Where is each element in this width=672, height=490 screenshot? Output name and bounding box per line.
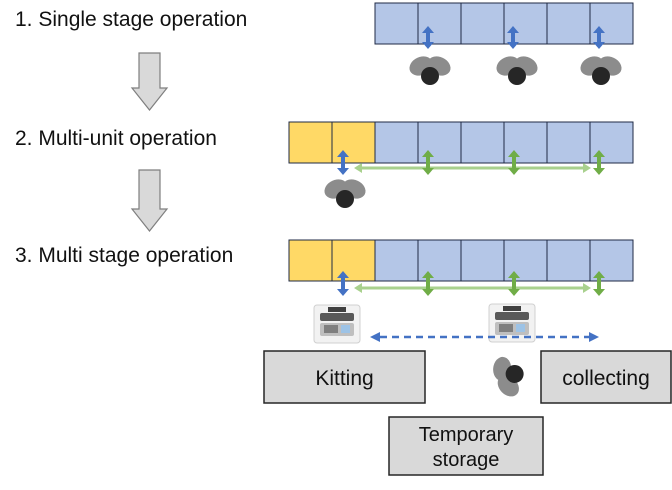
range-arrow	[354, 283, 591, 293]
temporary-storage-label-line2: storage	[433, 449, 500, 471]
station-cell	[589, 2, 634, 45]
kitting-label: Kitting	[315, 367, 373, 390]
station-cell	[460, 2, 505, 45]
temporary-storage-label-line1: Temporary	[419, 424, 513, 446]
agv-robot-icon	[313, 304, 361, 344]
station-cell	[374, 239, 419, 282]
agv-route-arrow	[370, 332, 599, 342]
station-cell	[546, 2, 591, 45]
double-arrow-icon	[422, 150, 605, 175]
station-cell	[417, 2, 462, 45]
station-cell	[374, 2, 419, 45]
range-arrow	[354, 163, 591, 173]
station-cell	[374, 121, 419, 164]
temporary-storage-area: Temporary storage	[388, 416, 544, 476]
worker-icon	[321, 175, 369, 208]
collecting-label: collecting	[562, 367, 650, 390]
kitting-cell	[288, 239, 333, 282]
station-cell	[417, 239, 462, 282]
double-arrow-icon	[422, 271, 605, 296]
double-arrow-icon	[337, 271, 349, 296]
station-cell	[460, 239, 505, 282]
worker-icon	[484, 348, 532, 405]
station-cell	[546, 239, 591, 282]
double-arrow-icon	[337, 150, 349, 175]
station-cell	[503, 239, 548, 282]
heading-multi-stage: 3. Multi stage operation	[15, 244, 233, 267]
worker-icon	[406, 52, 454, 85]
kitting-cell	[331, 239, 376, 282]
heading-multi-unit: 2. Multi-unit operation	[15, 127, 217, 150]
row1-station-strip	[374, 2, 634, 45]
station-cell	[503, 2, 548, 45]
worker-icon	[577, 52, 625, 85]
station-cell	[460, 121, 505, 164]
down-arrow-icon	[130, 52, 169, 111]
worker-icon	[493, 52, 541, 85]
station-cell	[546, 121, 591, 164]
row3-station-strip	[288, 239, 634, 282]
down-arrow-icon	[130, 169, 169, 232]
double-arrow-icon	[422, 26, 605, 49]
heading-single-stage: 1. Single stage operation	[15, 8, 247, 31]
kitting-area: Kitting	[263, 350, 426, 404]
collecting-area: collecting	[540, 350, 672, 404]
kitting-cell	[288, 121, 333, 164]
